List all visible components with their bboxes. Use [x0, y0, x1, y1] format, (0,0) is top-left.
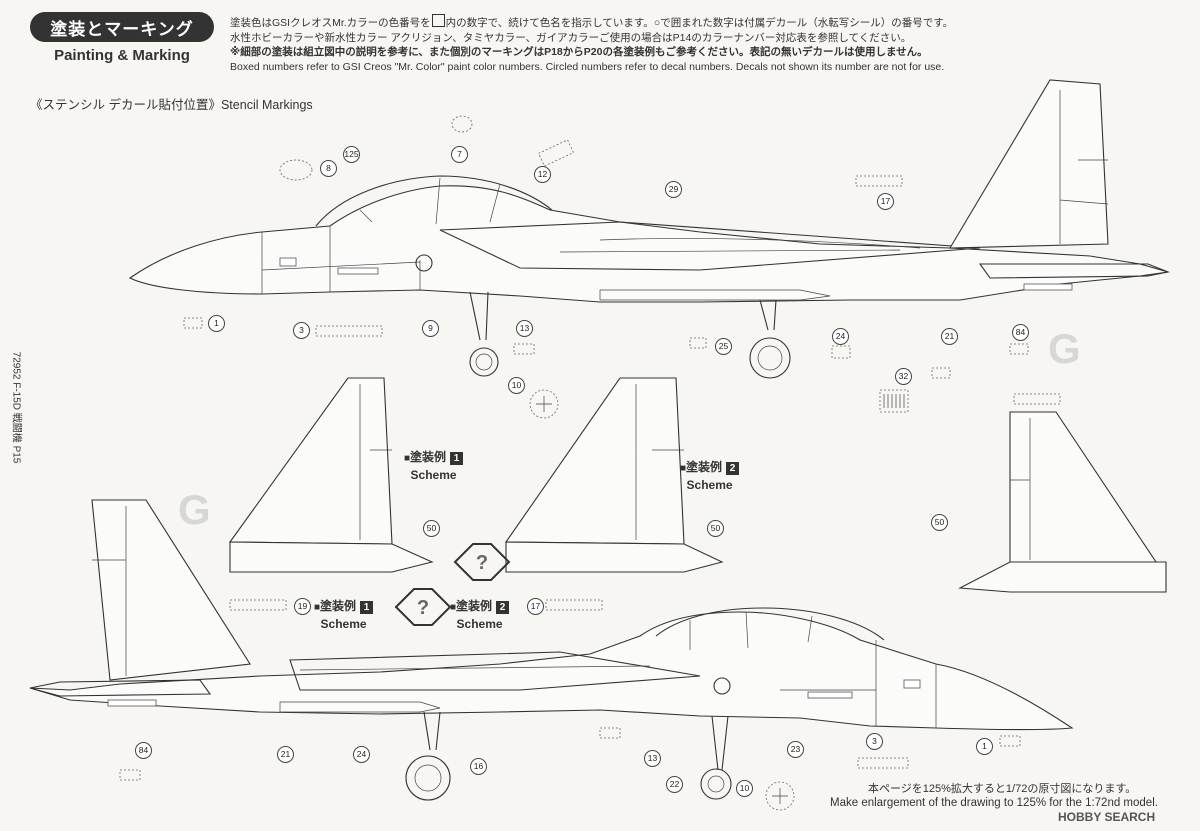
decal-callout: 12: [534, 166, 551, 183]
decal-callout: 50: [707, 520, 724, 537]
decal-callout: 25: [715, 338, 732, 355]
decal-callout: 29: [665, 181, 682, 198]
unknown-hex-icon: ?: [453, 543, 511, 581]
page-title: 塗装とマーキング: [30, 12, 214, 42]
decal-callout: 1: [208, 315, 225, 332]
note-line-4: Boxed numbers refer to GSI Creos "Mr. Co…: [230, 60, 945, 73]
decal-callout: 84: [1012, 324, 1029, 341]
decal-callout: 10: [736, 780, 753, 797]
decal-callout: 19: [294, 598, 311, 615]
decal-callout: 50: [931, 514, 948, 531]
stencil-markings-heading: 《ステンシル デカール貼付位置》Stencil Markings: [30, 98, 313, 112]
decal-callout: 84: [135, 742, 152, 759]
enlargement-note-jp: 本ページを125%拡大すると1/72の原寸図になります。: [868, 783, 1137, 795]
decal-callout: 50: [423, 520, 440, 537]
tail-fin-scheme-1: [228, 377, 434, 573]
page-subtitle: Painting & Marking: [54, 47, 190, 64]
decal-callout: 13: [516, 320, 533, 337]
decal-callout: 17: [877, 193, 894, 210]
scheme-2-en: Scheme: [686, 478, 733, 492]
bottom-side-view: [29, 499, 1074, 811]
decal-callout: 13: [644, 750, 661, 767]
decal-callout: 21: [277, 746, 294, 763]
scheme-2-jp: 塗装例: [456, 599, 493, 613]
scheme-1-number: 1: [360, 601, 374, 614]
note-line-1a: 塗装色はGSIクレオスMr.カラーの色番号を: [230, 17, 431, 29]
decal-callout: 7: [451, 146, 468, 163]
scheme-1-jp: 塗装例: [410, 450, 447, 464]
scheme-2-number: 2: [496, 601, 510, 614]
decal-callout: 1: [976, 738, 993, 755]
svg-text:?: ?: [476, 552, 488, 574]
decal-callout: 22: [666, 776, 683, 793]
watermark-logo: HOBBY SEARCH: [1058, 810, 1156, 824]
gray-g-marker: G: [178, 486, 211, 533]
decal-callout: 10: [508, 377, 525, 394]
square-bullet-icon: ■: [450, 602, 457, 613]
scheme-1-number: 1: [450, 452, 464, 465]
decal-callout: 9: [422, 320, 439, 337]
square-bullet-icon: ■: [680, 463, 687, 474]
decal-callout: 24: [353, 746, 370, 763]
scheme-2-number: 2: [726, 462, 740, 475]
note-line-1: 塗装色はGSIクレオスMr.カラーの色番号を 内の数字で、続けて色名を指示していま…: [230, 14, 1000, 31]
top-side-view: [128, 79, 1170, 419]
decal-callout: 21: [941, 328, 958, 345]
note-line-1b: 内の数字で、続けて色名を指示しています。○で囲まれた数字は付属デカール（水転写シ…: [445, 17, 954, 29]
unknown-hex-icon: ?: [394, 588, 452, 626]
decal-callout: 8: [320, 160, 337, 177]
tail-fin-scheme-2: [504, 377, 724, 573]
square-bullet-icon: ■: [404, 453, 411, 464]
paint-box-icon: [431, 14, 445, 27]
gray-g-marker: G: [1048, 325, 1081, 372]
scheme-1-en: Scheme: [320, 617, 367, 631]
decal-callout: 32: [895, 368, 912, 385]
enlargement-note-en: Make enlargement of the drawing to 125% …: [830, 797, 1158, 809]
decal-callout: 24: [832, 328, 849, 345]
note-line-2: 水性ホビーカラーや新水性カラー アクリジョン、タミヤカラー、ガイアカラーご使用の…: [230, 31, 912, 44]
svg-text:?: ?: [417, 597, 429, 619]
decal-callout: 3: [293, 322, 310, 339]
instruction-notes: 塗装色はGSIクレオスMr.カラーの色番号を 内の数字で、続けて色名を指示していま…: [230, 14, 1000, 74]
decal-callout: 23: [787, 741, 804, 758]
scheme-1-en: Scheme: [410, 468, 457, 482]
decal-callout: 3: [866, 733, 883, 750]
scheme-2-jp: 塗装例: [686, 460, 723, 474]
tail-fin-right: [958, 393, 1167, 593]
square-bullet-icon: ■: [314, 602, 321, 613]
scheme-1-jp: 塗装例: [320, 599, 357, 613]
decal-callout: 17: [527, 598, 544, 615]
scheme-2-en: Scheme: [456, 617, 503, 631]
decal-callout: 16: [470, 758, 487, 775]
note-line-3: ※細部の塗装は組立図中の説明を参考に、また個別のマーキングはP18からP20の各…: [230, 46, 928, 59]
decal-callout: 125: [343, 146, 360, 163]
